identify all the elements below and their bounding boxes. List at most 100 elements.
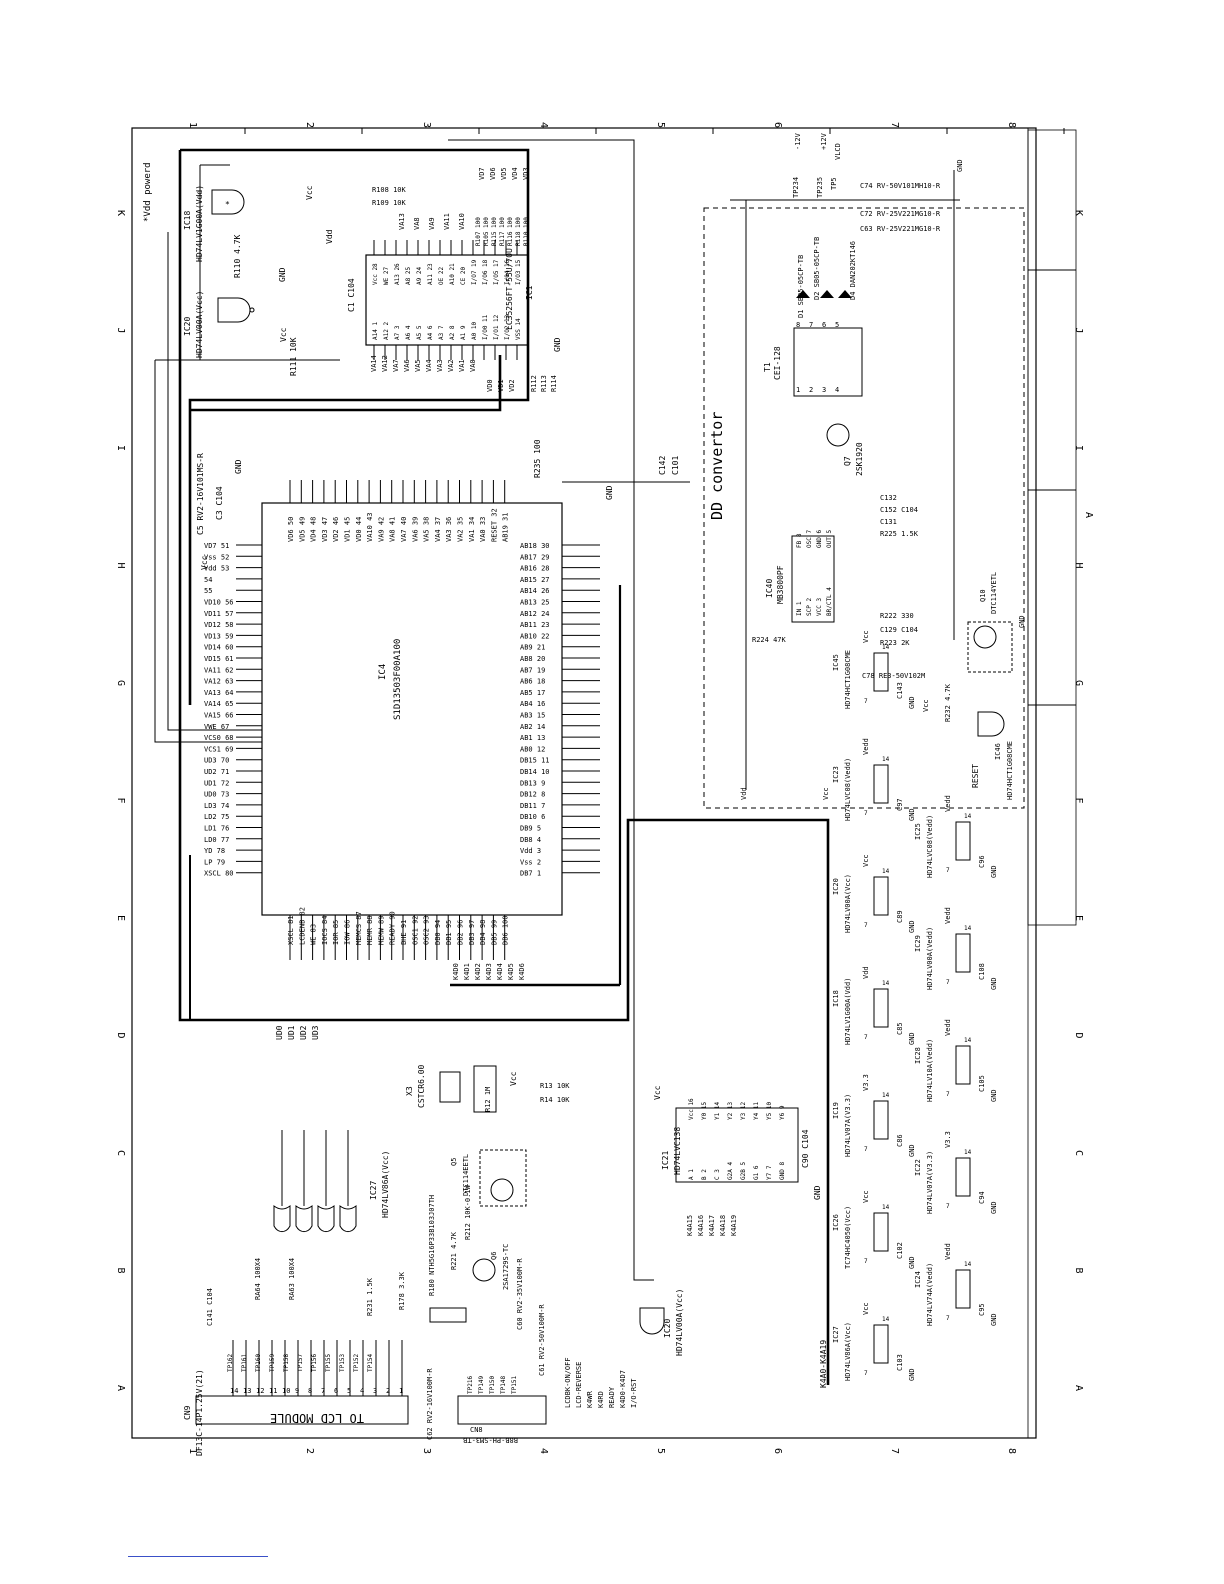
bypass-gate-pin14: 14 (964, 1037, 972, 1044)
cn9-pin-number: 7 (321, 1387, 325, 1395)
cn8-testpoint: TP150 (489, 1376, 496, 1394)
ic4-right-pin: AB4 16 (520, 700, 545, 708)
ram-addr-label: VA5 (414, 359, 422, 372)
ram-data-low-label: VD2 (508, 379, 516, 392)
ram-addr-label: VA12 (381, 355, 389, 372)
ic1-pin: A14 1 (372, 322, 379, 340)
cn9-pin-number: 13 (243, 1387, 251, 1395)
ram-resistor-low-label: R113 (540, 375, 548, 392)
vcc-label-r232: Vcc (922, 699, 930, 712)
bypass-gate-ref: IC29 (914, 935, 922, 952)
ic21-pin: B 2 (701, 1169, 708, 1180)
bypass-gate-rail: Vcc (862, 1302, 870, 1315)
bypass-gate-rail: Vcc (862, 854, 870, 867)
cn9-title: TO LCD MODULE (270, 1411, 364, 1425)
grid-row-left: I (115, 445, 126, 451)
ic4-right-pin: AB10 22 (520, 632, 550, 640)
ic4-left-pin: VA12 63 (204, 678, 234, 686)
ic4-top-pin: RESET 32 (490, 508, 498, 542)
k4a-label: K4A19 (730, 1215, 738, 1236)
svg-text:7: 7 (809, 321, 813, 329)
ic21-pin: Y7 7 (766, 1165, 773, 1180)
grid-row-left: B (115, 1268, 126, 1274)
cn8-signal: K4WR (586, 1390, 594, 1408)
r222-label: R222 330 (880, 612, 914, 620)
bypass-gate-pin7: 7 (946, 1203, 950, 1210)
bypass-gate-pin7: 7 (864, 810, 868, 817)
backlight-switch: Q5 DTC114EETL Q6 2SA1729S-TC R212 10K-0.… (366, 1149, 546, 1376)
ic4-right-pin: AB0 12 (520, 745, 545, 753)
bypass-gate-gnd: GND (908, 1032, 916, 1045)
ram-resistor-low-label: R114 (550, 375, 558, 392)
grid-col-top: 7 (889, 122, 900, 128)
ic4-top-pin: VA7 40 (400, 517, 408, 542)
bypass-gate-cap: C102 (896, 1242, 904, 1259)
cn9-testpoint: TP157 (297, 1354, 304, 1372)
bypass-gate-ref: IC25 (914, 823, 922, 840)
ic4-right-pin: AB7 19 (520, 666, 545, 674)
ic4-part: S1D13503F00A100 (393, 639, 403, 720)
tp235-label: TP235 (816, 177, 824, 198)
ic1-pin: I/O5 17 (493, 259, 500, 285)
ic4-right-pin: DB12 8 (520, 791, 545, 799)
ic4-right-pin: DB7 1 (520, 870, 541, 878)
vcc-label-x3: Vcc (509, 1071, 518, 1086)
ic1-pin: A9 24 (416, 267, 423, 285)
cn8-signal: LCD-REVERSE (575, 1362, 583, 1408)
c62-label: C62 RV2-16V100M-R (426, 1368, 434, 1440)
k4d-label: K4D3 (485, 963, 493, 980)
ic4-left-pin: 55 (204, 587, 212, 595)
c142-label: C142 (658, 456, 667, 475)
ic1-pin: A7 3 (394, 325, 401, 340)
ic4-bottom-pin: XSCL 81 (287, 915, 295, 945)
ic1-pin: A8 25 (405, 267, 412, 285)
cn9-pin-number: 5 (347, 1387, 351, 1395)
ic4-right-pin: DB11 7 (520, 802, 545, 810)
ic21-pin: G2B 5 (740, 1162, 747, 1180)
ram-resistor-label: R107 100 (475, 217, 482, 246)
ic4-right-pin: DB8 4 (520, 836, 541, 844)
cn9-pin-number: 1 (399, 1387, 403, 1395)
grid-col-bottom: 8 (1006, 1448, 1017, 1454)
ram-addr-label: VA14 (370, 355, 378, 372)
ic4-top-pin: VA6 39 (411, 517, 419, 542)
cn9-testpoint: TP153 (339, 1354, 346, 1372)
ic4-top-pin: VA2 35 (457, 517, 465, 542)
svg-text:1: 1 (796, 386, 800, 394)
ic4-bottom-pin: IOCS 84 (321, 915, 329, 945)
d1-label: D1 SB05-05CP-TB (797, 255, 805, 318)
c152-label: C152 C104 (880, 506, 918, 514)
ic4-ref: IC4 (378, 664, 388, 680)
ram-addr-label: VA2 (447, 359, 455, 372)
vcc-label-r108: Vcc (305, 185, 314, 200)
cn8-testpoint: TP151 (511, 1376, 518, 1394)
r231-label: R231 1.5K (366, 1277, 374, 1316)
ram-addr-label: VA4 (425, 359, 433, 372)
ram-resistor-label: R105 100 (483, 217, 490, 246)
ra63-label: RA63 100X4 (288, 1258, 296, 1300)
bypass-gate-part: HD74LV74A(Vedd) (926, 1263, 934, 1326)
ic4-bottom-pin: MEMW 89 (377, 915, 385, 945)
xor-out-label: UD2 (299, 1025, 308, 1040)
bypass-gate-ref: IC28 (914, 1047, 922, 1064)
ic4-top-pin: VA3 36 (445, 517, 453, 542)
bypass-gate-pin7: 7 (946, 867, 950, 874)
x3-ref: X3 (405, 1086, 414, 1096)
ic4-left-pin: LD2 75 (204, 813, 229, 821)
ic4-left-pin: UD2 71 (204, 768, 229, 776)
ic4-right-pin: AB16 28 (520, 565, 550, 573)
ram-addr-top-label: VA13 (398, 213, 406, 230)
bypass-gate-cap: C97 (896, 798, 904, 811)
q5-part: DTC114EETL (462, 1154, 470, 1196)
ic46-signal: RESET (971, 764, 980, 788)
bypass-gate-gnd: GND (908, 920, 916, 933)
q10-part: DTC114YETL (990, 572, 998, 614)
ic21-pin: Y5 10 (766, 1102, 773, 1120)
ic4-left-pin: Vdd 53 (204, 565, 229, 573)
top-logic-gates: * IC18 HD74LV1G00A(Vdd) IC20 HD74LV00A(V… (143, 162, 287, 358)
